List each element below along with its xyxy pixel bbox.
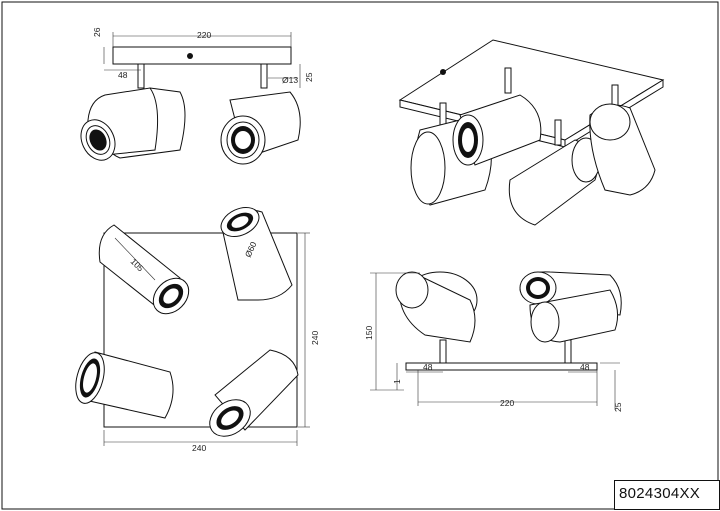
side-offset-right-label: 48: [580, 362, 590, 372]
front-view: 220 26 48 Ø13 25: [80, 27, 314, 165]
top-spot-lower-left: [75, 351, 174, 419]
iso-spot-2: [452, 94, 542, 166]
iso-screw-icon: [440, 69, 446, 75]
top-view: 105 Ø60 240 240: [75, 206, 320, 453]
front-arm-diameter-label: Ø13: [282, 75, 298, 85]
side-width-label: 220: [500, 398, 514, 408]
iso-spot-4: [589, 103, 656, 196]
side-view: 150 48 48 1 220 25: [364, 271, 623, 412]
top-depth-label: 240: [310, 331, 320, 345]
front-arm-height-label: 25: [304, 72, 314, 82]
front-spot-right: [220, 91, 301, 165]
front-arm-right: [260, 63, 268, 89]
front-screw-icon: [187, 53, 193, 59]
top-spot-lower-right: [209, 349, 299, 437]
top-spot-upper-left: 105: [98, 224, 190, 315]
front-width-label: 220: [197, 30, 211, 40]
product-code: 8024304XX: [619, 485, 701, 502]
side-spot-right: [519, 271, 622, 343]
product-code-box: 8024304XX: [614, 480, 720, 510]
side-arm-height-label: 25: [613, 402, 623, 412]
top-spot-upper-right: Ø60: [220, 206, 293, 301]
side-offset-left-label: 48: [423, 362, 433, 372]
isometric-view: [398, 39, 665, 226]
side-spot-left: [395, 271, 478, 343]
side-height-label: 150: [364, 326, 374, 340]
front-height-label: 26: [92, 27, 102, 37]
top-base-plate: [103, 232, 298, 428]
front-base-plate: [112, 46, 292, 65]
side-base-plate: [405, 362, 598, 371]
side-base-thickness-label: 1: [392, 379, 402, 384]
iso-spot-3: [508, 137, 601, 226]
front-arm-offset-label: 48: [118, 70, 128, 80]
top-width-label: 240: [192, 443, 206, 453]
front-spot-left: [80, 87, 186, 161]
front-arm-left: [137, 63, 145, 89]
